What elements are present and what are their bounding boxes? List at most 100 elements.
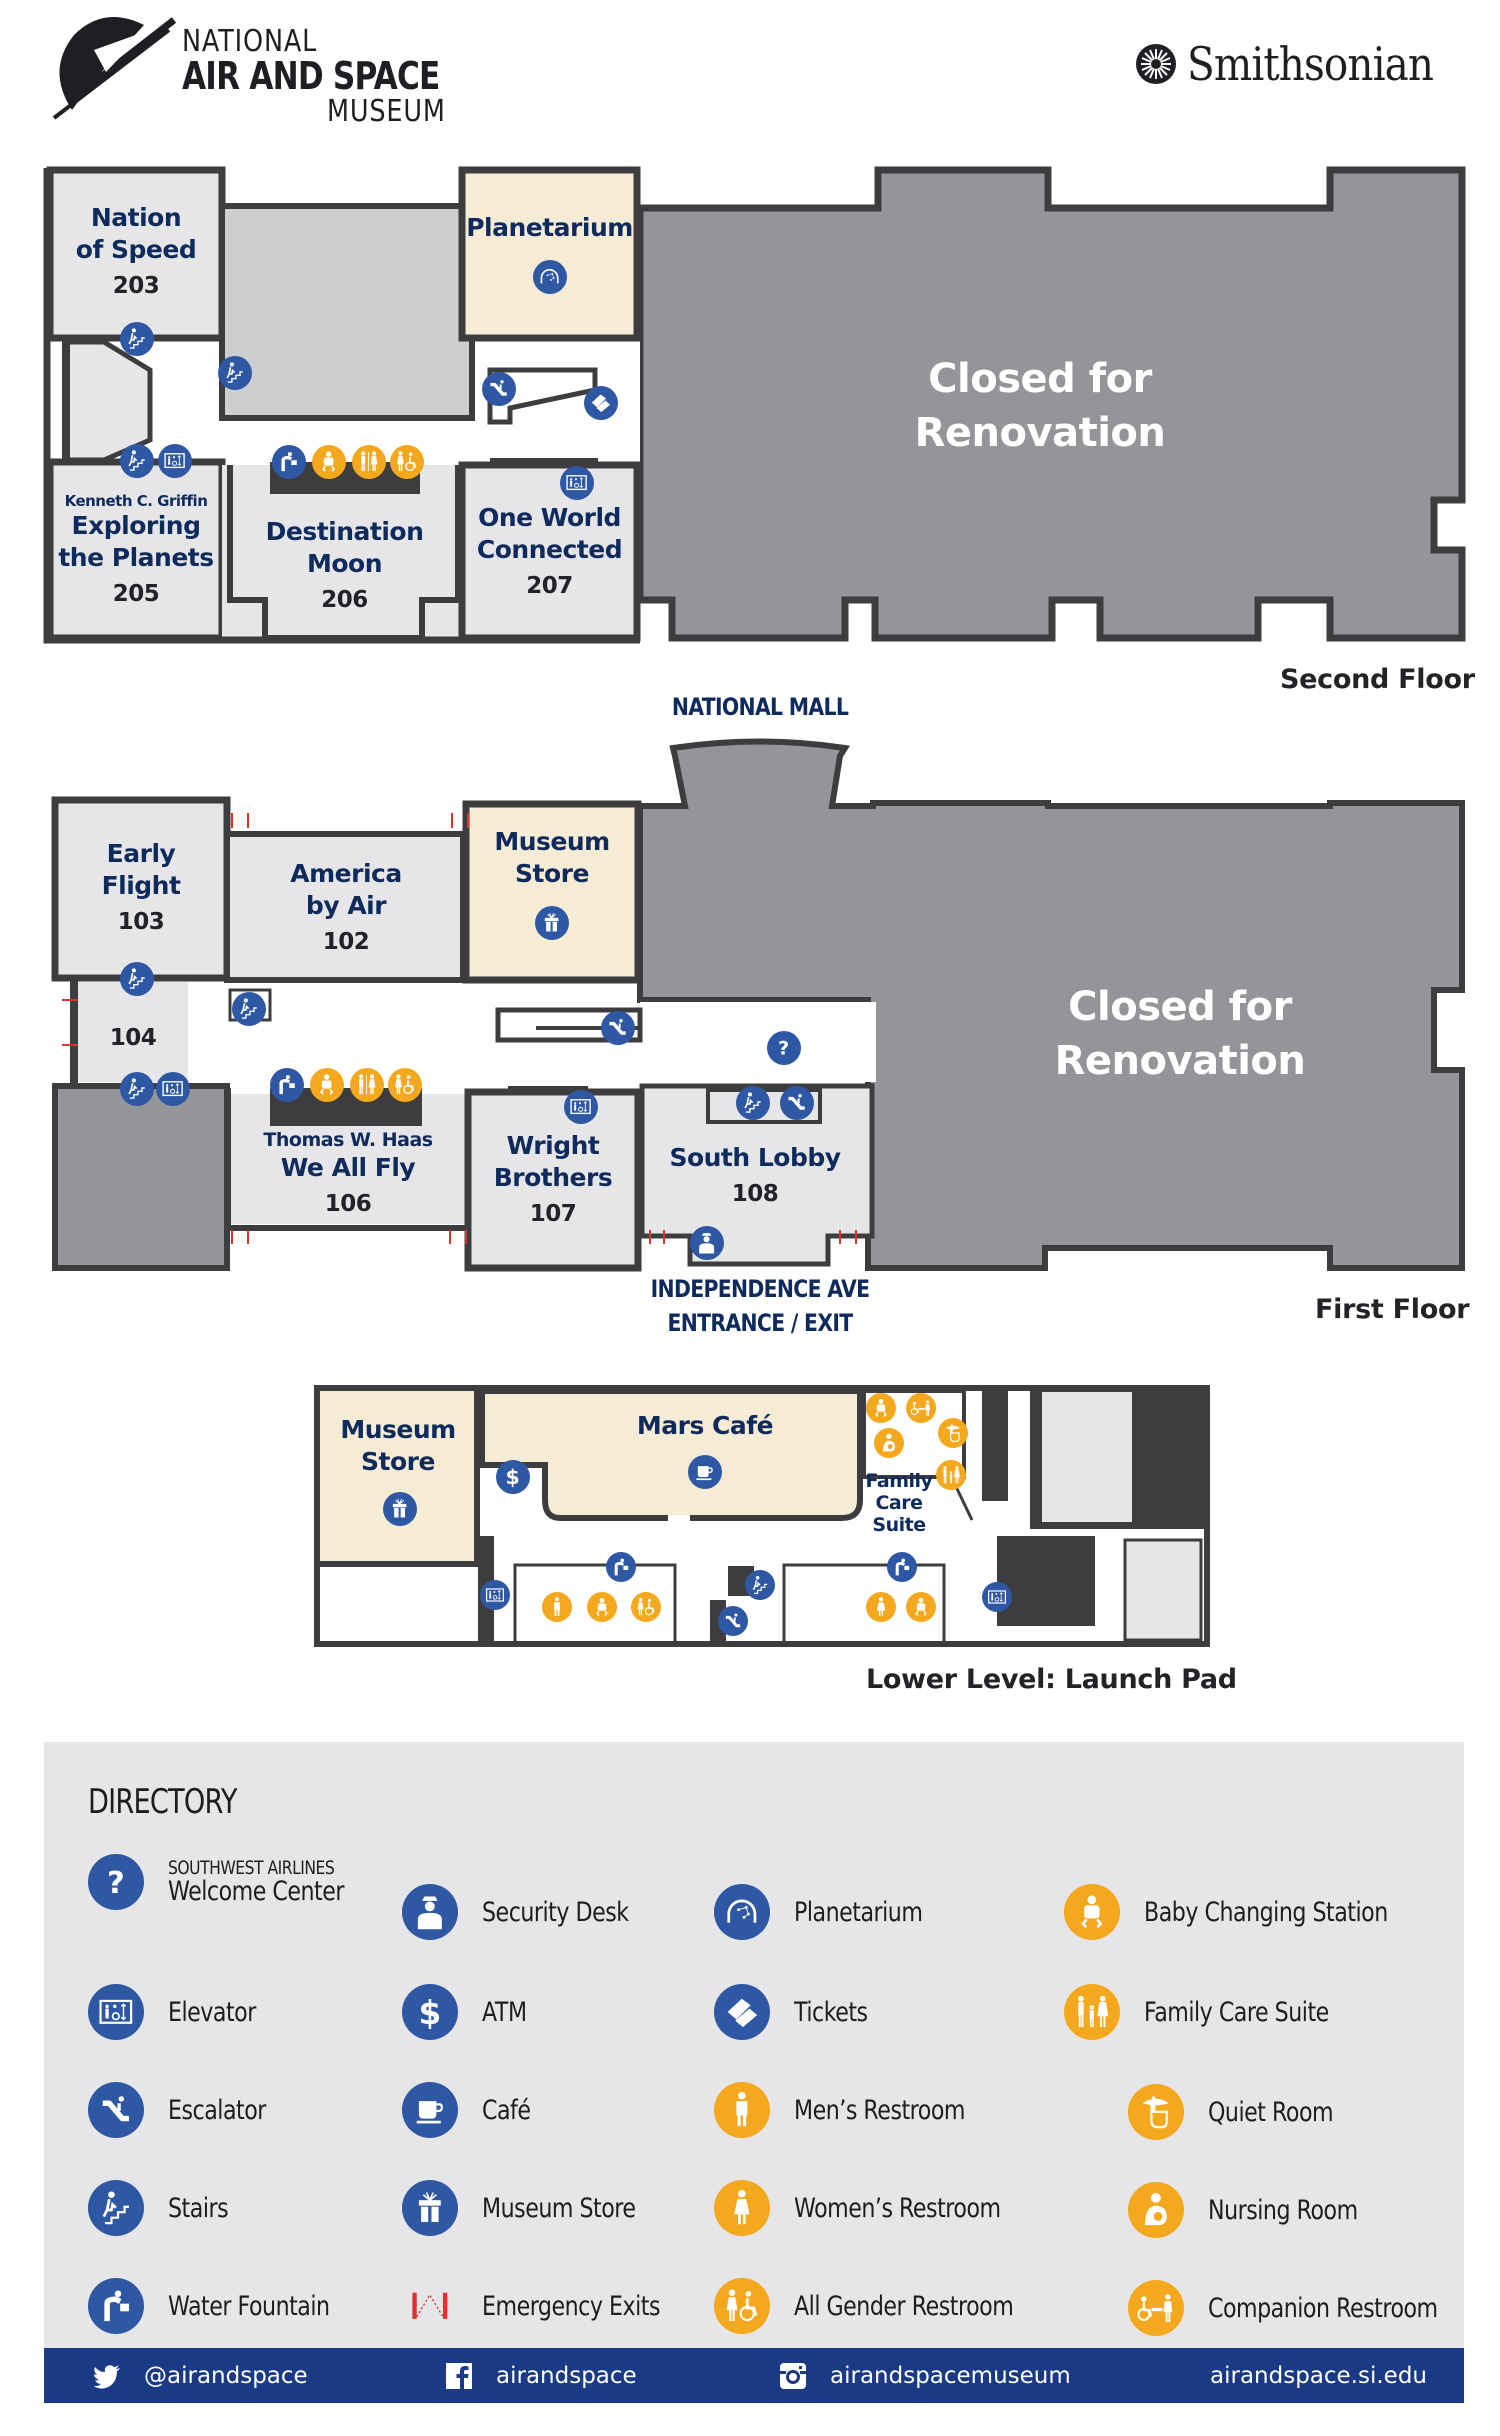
planetarium-shape (458, 166, 641, 342)
room-206-label[interactable]: Destination Moon 206 (262, 516, 427, 616)
elevator-icon[interactable] (560, 466, 594, 500)
stairs-icon[interactable] (232, 992, 266, 1026)
directory-item-emergency-exits: Emergency Exits (402, 2276, 699, 2336)
room-203-shape (46, 166, 226, 342)
atm-icon[interactable] (496, 1460, 530, 1494)
room-number: 107 (529, 1201, 577, 1227)
atm-icon (402, 1984, 458, 2040)
smithsonian-wordmark: Smithsonian (1187, 37, 1434, 91)
room-103-label[interactable]: Early Flight 103 (58, 838, 224, 938)
second-floor-stairwell (63, 339, 153, 463)
elevator-icon[interactable] (564, 1090, 598, 1124)
national-mall-label: NATIONAL MALL (671, 693, 849, 721)
room-205-label[interactable]: Kenneth C. Griffin Exploring the Planets… (55, 492, 217, 610)
room-107-label[interactable]: Wright Brothers 107 (468, 1130, 638, 1230)
stairs-icon[interactable] (745, 1570, 775, 1600)
womens-restroom-icon (866, 1592, 896, 1622)
directory-item-museum-store: Museum Store (402, 2178, 669, 2238)
directory-item-planetarium: Planetarium (714, 1882, 951, 1942)
directory-item-mens-restroom: Men’s Restroom (714, 2080, 1003, 2140)
museum-store-icon (402, 2180, 458, 2236)
logo-mark-icon (52, 17, 177, 120)
museum-store-label[interactable]: Museum Store (494, 827, 610, 888)
facebook-link[interactable]: airandspace (444, 2348, 637, 2403)
room-104-label[interactable]: 104 (78, 1018, 188, 1054)
room-102-label[interactable]: America by Air 102 (230, 858, 462, 958)
first-floor-label: First Floor (1315, 1294, 1470, 1325)
first-floor-corridor (640, 1002, 876, 1082)
mens-restroom-icon (542, 1592, 572, 1622)
second-floor-closed-label: Closed for Renovation (914, 356, 1166, 456)
directory-item-companion-restroom: Companion Restroom (1128, 2278, 1488, 2338)
escalator-icon[interactable] (482, 372, 516, 406)
baby-changing-icon (312, 445, 346, 479)
lower-gray-room (1042, 1392, 1132, 1522)
lower-museum-store-label[interactable]: Museum Store (340, 1415, 456, 1476)
stairs-icon[interactable] (120, 444, 154, 478)
first-floor-map (51, 738, 1465, 1272)
stairs-icon[interactable] (120, 1072, 154, 1106)
family-care-suite-label[interactable]: Family Care Suite (865, 1470, 933, 1536)
museum-logo: NATIONAL AIR AND SPACE MUSEUM (44, 10, 464, 129)
smithsonian-logo: Smithsonian (1135, 34, 1467, 94)
first-floor-gray-block (52, 1083, 230, 1271)
elevator-icon[interactable] (982, 1582, 1012, 1612)
elevator-icon[interactable] (156, 1072, 190, 1106)
directory-item-escalator: Escalator (88, 2080, 287, 2140)
south-lobby-label[interactable]: South Lobby 108 (650, 1142, 860, 1210)
directory-item-baby-changing: Baby Changing Station (1064, 1882, 1441, 1942)
directory-item-water-fountain: Water Fountain (88, 2276, 365, 2336)
escalator-icon[interactable] (601, 1011, 635, 1045)
directory-item-all-gender-restroom: All Gender Restroom (714, 2276, 1061, 2336)
planetarium-icon (714, 1884, 770, 1940)
all-gender-restroom-icon (631, 1592, 661, 1622)
directory-title: DIRECTORY (88, 1782, 237, 1822)
instagram-icon (780, 2362, 806, 2389)
twitter-link[interactable]: @airandspace (92, 2348, 308, 2403)
emergency-exit-icon (402, 2278, 458, 2334)
room-203-label[interactable]: Nation of Speed 203 (55, 202, 217, 302)
cafe-icon (402, 2082, 458, 2138)
museum-store-shape (462, 800, 642, 984)
stairs-icon[interactable] (120, 322, 154, 356)
welcome-center-icon[interactable] (767, 1031, 801, 1065)
stairs-icon[interactable] (120, 962, 154, 996)
directory-item-elevator: Elevator (88, 1982, 275, 2042)
tickets-icon[interactable] (584, 386, 618, 420)
planetarium-label[interactable]: Planetarium (466, 213, 633, 242)
instagram-link[interactable]: airandspacemuseum (778, 2348, 1071, 2403)
website-link[interactable]: airandspace.si.edu (1210, 2362, 1428, 2389)
second-floor-map (43, 166, 1466, 644)
welcome-center-icon (88, 1854, 144, 1910)
room-205-shape (46, 458, 226, 642)
room-number: 102 (322, 929, 370, 955)
lower-museum-store-shape (314, 1385, 480, 1567)
room-106-label[interactable]: Thomas W. Haas We All Fly 106 (230, 1128, 466, 1220)
directory-item-family-care: Family Care Suite (1064, 1982, 1369, 2042)
all-gender-restroom-icon (388, 1068, 422, 1102)
south-lobby-shape (639, 1083, 875, 1267)
room-207-label[interactable]: One World Connected 207 (462, 502, 637, 602)
mars-cafe-label[interactable]: Mars Café (636, 1411, 774, 1440)
baby-changing-icon (587, 1592, 617, 1622)
all-gender-restroom-icon (714, 2278, 770, 2334)
elevator-icon[interactable] (158, 444, 192, 478)
restroom-icon (352, 445, 386, 479)
nursing-room-icon (874, 1428, 904, 1458)
room-number: 103 (117, 909, 165, 935)
baby-changing-icon (310, 1068, 344, 1102)
stairs-icon[interactable] (736, 1086, 770, 1120)
water-fountain-icon (88, 2278, 144, 2334)
escalator-icon[interactable] (718, 1606, 748, 1636)
room-102-shape (224, 831, 466, 983)
elevator-icon[interactable] (480, 1580, 510, 1610)
logo-text-air-and-space: AIR AND SPACE (182, 54, 440, 98)
escalator-icon[interactable] (780, 1086, 814, 1120)
directory-item-womens-restroom: Women’s Restroom (714, 2178, 1046, 2238)
second-floor-closed-area (636, 166, 1466, 642)
lower-gray-room (1123, 1538, 1203, 1642)
water-fountain-icon (270, 1068, 304, 1102)
stairs-icon[interactable] (218, 356, 252, 390)
